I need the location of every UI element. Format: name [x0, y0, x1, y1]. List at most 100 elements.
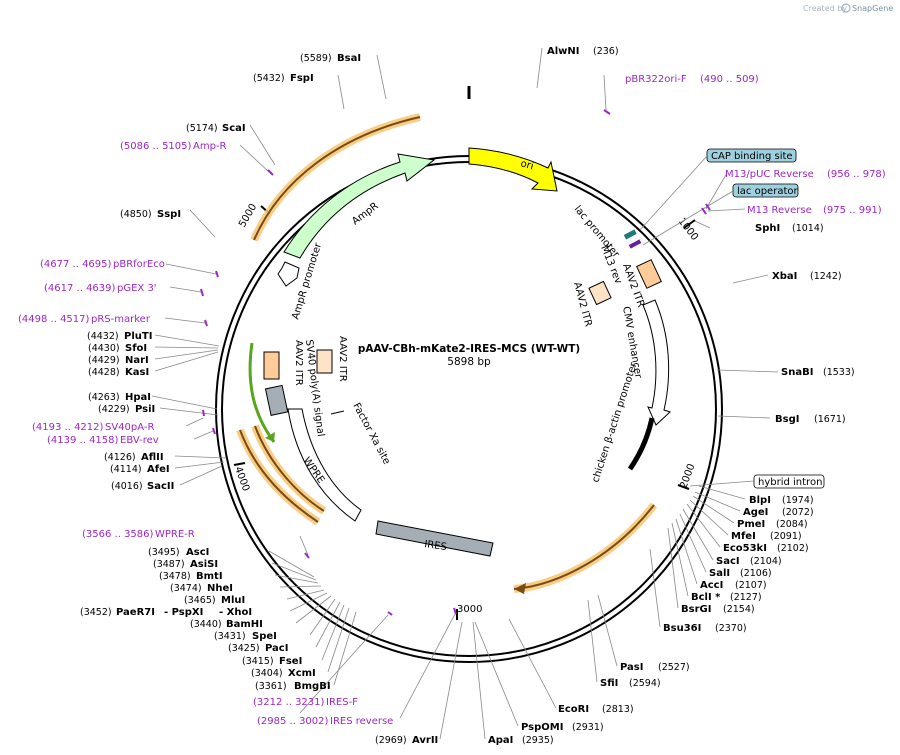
primer-mark	[387, 611, 393, 616]
enzyme-name[interactable]: SalI	[709, 568, 730, 579]
cap-binding-site-box[interactable]	[706, 148, 797, 163]
ires-feature[interactable]	[375, 520, 494, 557]
enzyme-name[interactable]: PluTI	[124, 331, 152, 342]
primer-mark	[215, 270, 219, 278]
enzyme-name[interactable]: SfiI	[600, 678, 618, 689]
enzyme-pos: (3495)	[148, 547, 180, 558]
m13-rev-feature[interactable]	[628, 239, 642, 249]
primer-name[interactable]: IRES-F	[326, 697, 358, 708]
enzyme-name[interactable]: - PspXI	[164, 607, 203, 618]
enzyme-name[interactable]: BmgBI	[294, 681, 331, 692]
enzyme-name[interactable]: AgeI	[743, 507, 768, 518]
enzyme-name[interactable]: ApaI	[488, 735, 513, 746]
enzyme-name[interactable]: AsiSI	[190, 559, 218, 570]
factor-xa-feature[interactable]	[330, 410, 345, 415]
enzyme-name[interactable]: PacI	[265, 643, 288, 654]
enzyme-name[interactable]: BamHI	[226, 619, 263, 630]
enzyme-name[interactable]: SfoI	[125, 343, 147, 354]
aav2-itr-right-a-feature[interactable]	[636, 259, 662, 289]
primer-name[interactable]: EBV-rev	[120, 435, 159, 446]
enzyme-name[interactable]: HpaI	[125, 392, 151, 403]
leader-line	[327, 607, 350, 673]
enzyme-name[interactable]: BmtI	[196, 571, 223, 582]
primer-name[interactable]: pBR322ori-F	[625, 74, 687, 85]
cba-promoter-feature[interactable]	[627, 417, 655, 471]
enzyme-name[interactable]: SphI	[755, 223, 780, 234]
primer-range: (3566 .. 3586)	[82, 529, 154, 540]
green-orf-feature[interactable]	[248, 342, 276, 443]
enzyme-name[interactable]: SspI	[157, 209, 181, 220]
enzyme-name[interactable]: AfeI	[147, 464, 170, 475]
enzyme-name[interactable]: PmeI	[737, 519, 765, 530]
sv40-polya-feature[interactable]	[264, 384, 289, 416]
enzyme-name[interactable]: PsiI	[135, 404, 155, 415]
primer-name[interactable]: IRES reverse	[330, 716, 393, 727]
enzyme-name[interactable]: BsrGI	[681, 604, 711, 615]
aav2-itr-left-a-feature[interactable]	[263, 351, 280, 380]
enzyme-name[interactable]: AscI	[186, 547, 209, 558]
cap-leader	[639, 155, 708, 231]
primer-name[interactable]: M13 Reverse	[747, 205, 812, 216]
enzyme-name[interactable]: AlwNI	[547, 46, 580, 57]
mkate2-orf-feature[interactable]	[513, 504, 655, 590]
enzyme-name[interactable]: AccI	[700, 580, 723, 591]
primer-name[interactable]: pBRforEco	[113, 259, 165, 270]
enzyme-name[interactable]: XbaI	[772, 271, 797, 282]
primer-name[interactable]: pRS-marker	[91, 314, 151, 325]
enzyme-name[interactable]: XcmI	[288, 668, 316, 679]
ampr-feature[interactable]	[283, 153, 436, 259]
lac-promoter-feature[interactable]	[623, 229, 637, 240]
orf-top-feature[interactable]	[253, 116, 421, 241]
enzyme-pos: (4850)	[120, 209, 152, 220]
enzyme-name[interactable]: MfeI	[731, 531, 756, 542]
enzyme-name[interactable]: MluI	[221, 595, 245, 606]
primer-mark	[202, 409, 205, 417]
enzyme-name[interactable]: PaeR7I	[116, 607, 155, 618]
enzyme-name[interactable]: SacII	[147, 481, 174, 492]
lac-operator-box[interactable]	[732, 183, 799, 198]
enzyme-name[interactable]: SpeI	[252, 631, 277, 642]
wpre-feature[interactable]	[287, 408, 362, 522]
enzyme-name[interactable]: SnaBI	[781, 367, 813, 378]
enzyme-name[interactable]: AvrII	[412, 735, 438, 746]
enzyme-name[interactable]: ScaI	[222, 123, 246, 134]
enzyme-name[interactable]: - XhoI	[219, 607, 252, 618]
enzyme-name[interactable]: BclI *	[691, 592, 721, 603]
enzyme-name[interactable]: PasI	[620, 662, 643, 673]
leader-line	[268, 550, 315, 578]
enzyme-name[interactable]: NheI	[207, 583, 233, 594]
hybrid-intron-label: hybrid intron	[758, 477, 822, 488]
ampr-promoter-feature[interactable]	[277, 261, 300, 287]
primer-name[interactable]: Amp-R	[193, 141, 227, 152]
primer-name[interactable]: pGEX 3'	[117, 283, 157, 294]
aav2-itr-right-b-feature[interactable]	[588, 280, 612, 306]
primer-name[interactable]: M13/pUC Reverse	[725, 169, 814, 180]
enzyme-name[interactable]: NarI	[125, 355, 149, 366]
aav2-itr-left-b-feature[interactable]	[316, 349, 333, 374]
hybrid-intron-box[interactable]	[753, 474, 825, 489]
enzyme-name[interactable]: BlpI	[749, 495, 771, 506]
enzyme-pos: (4263)	[88, 392, 120, 403]
enzyme-name[interactable]: FseI	[279, 656, 302, 667]
orf-left-a-feature[interactable]	[239, 429, 319, 523]
enzyme-name[interactable]: BsaI	[337, 53, 361, 64]
orf-left-b-feature[interactable]	[254, 425, 325, 512]
primer-name[interactable]: WPRE-R	[155, 529, 195, 540]
tick-2000	[677, 484, 690, 490]
enzyme-name[interactable]: SacI	[716, 556, 740, 567]
enzyme-name[interactable]: Bsu36I	[663, 623, 701, 634]
primer-name[interactable]: SV40pA-R	[105, 422, 154, 433]
cmv-enhancer-feature[interactable]	[642, 299, 671, 426]
enzyme-name[interactable]: FspI	[290, 73, 314, 84]
enzyme-name[interactable]: EcoRI	[558, 704, 589, 715]
enzyme-name[interactable]: Eco53kI	[723, 543, 767, 554]
primer-mark	[212, 427, 216, 435]
enzyme-name[interactable]: BsgI	[775, 414, 799, 425]
enzyme-name[interactable]: PspOMI	[521, 722, 563, 733]
ori-feature[interactable]	[468, 147, 558, 192]
leader-line	[279, 585, 322, 588]
enzyme-name[interactable]: AflII	[141, 452, 164, 463]
enzyme-name[interactable]: KasI	[125, 367, 149, 378]
enzyme-pos: (4428)	[88, 367, 120, 378]
